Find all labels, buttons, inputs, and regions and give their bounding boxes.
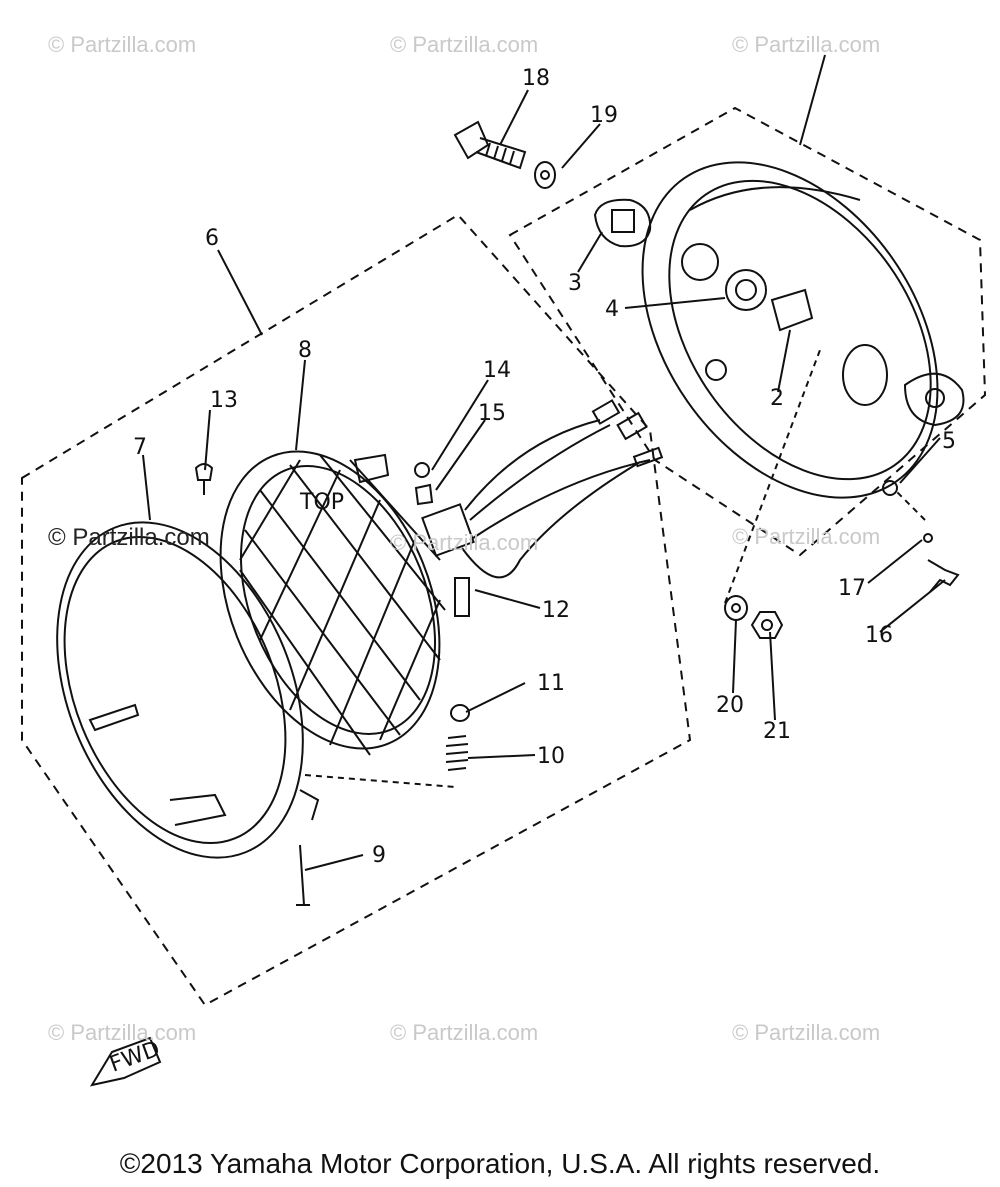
callout-17: 17 — [838, 576, 866, 601]
callout-2: 2 — [770, 386, 784, 411]
watermark: © Partzilla.com — [48, 32, 197, 57]
watermark: © Partzilla.com — [390, 32, 539, 57]
copyright-notice: ©2013 Yamaha Motor Corporation, U.S.A. A… — [119, 1148, 881, 1179]
callout-21: 21 — [763, 719, 791, 744]
watermark: © Partzilla.com — [48, 1020, 197, 1045]
callout-20: 20 — [716, 693, 744, 718]
callout-19: 19 — [590, 103, 618, 128]
callout-8: 8 — [298, 338, 312, 363]
callout-4: 4 — [605, 297, 619, 322]
callout-6: 6 — [205, 226, 219, 251]
watermark: © Partzilla.com — [732, 524, 881, 549]
watermark: © Partzilla.com — [732, 1020, 881, 1045]
watermark: © Partzilla.com — [48, 524, 210, 551]
callout-3: 3 — [568, 271, 582, 296]
headlight-rim — [56, 521, 320, 859]
callout-7: 7 — [133, 435, 147, 460]
callout-9: 9 — [372, 843, 386, 868]
callout-18: 18 — [522, 66, 550, 91]
callout-11: 11 — [537, 671, 565, 696]
callout-10: 10 — [537, 744, 565, 769]
headlight-housing — [641, 161, 965, 499]
top-mark: TOP — [299, 490, 344, 515]
group-box-1 — [508, 106, 987, 557]
watermark: © Partzilla.com — [732, 32, 881, 57]
callout-13: 13 — [210, 388, 238, 413]
fwd-arrow-icon — [89, 1036, 162, 1087]
sealed-beam-unit — [219, 399, 664, 756]
group-box-6 — [21, 213, 692, 1007]
callout-16: 16 — [865, 623, 893, 648]
callout-5: 5 — [942, 429, 956, 454]
watermark: © Partzilla.com — [390, 1020, 539, 1045]
watermark: © Partzilla.com — [390, 530, 539, 555]
callout-12: 12 — [542, 598, 570, 623]
callout-14: 14 — [483, 358, 511, 383]
callout-15: 15 — [478, 401, 506, 426]
